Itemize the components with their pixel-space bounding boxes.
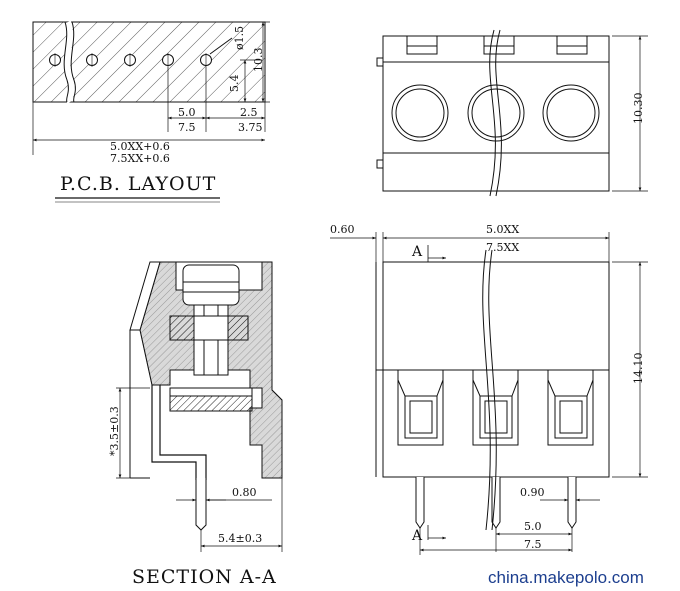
- screw-head: [391, 84, 449, 142]
- section-mark-bottom: A: [411, 528, 423, 544]
- front-width-7-label: 7.5XX: [486, 241, 519, 254]
- dim-5-0-label: 5.0: [178, 106, 196, 119]
- pcb-layout-view: [32, 21, 270, 203]
- section-view: [116, 261, 283, 552]
- front-pitch-7-label: 7.5: [524, 538, 542, 551]
- front-overhang-label: 0.60: [330, 223, 355, 236]
- front-width-5-label: 5.0XX: [486, 223, 519, 236]
- dim-5-4-label: 5.4: [228, 75, 241, 93]
- dim-10-3-label: 10.3: [252, 48, 265, 73]
- pin: [195, 478, 207, 531]
- break-line: [64, 21, 75, 104]
- section-title: SECTION A-A: [132, 566, 277, 588]
- top-height-label: 10.30: [632, 93, 645, 125]
- front-pin-width-label: 0.90: [520, 486, 545, 499]
- section-mark-top: A: [411, 244, 423, 260]
- pin: [415, 477, 425, 529]
- front-view: [330, 232, 648, 555]
- hole-diameter-label: ø1.5: [233, 26, 246, 50]
- screw-head: [542, 84, 600, 142]
- dim-3-75-label: 3.75: [238, 121, 263, 134]
- dim-2-5-label: 2.5: [240, 106, 258, 119]
- front-pitch-5-label: 5.0: [524, 520, 542, 533]
- front-height-label: 14.10: [632, 353, 645, 385]
- screw-head: [467, 84, 525, 142]
- pin: [567, 477, 577, 529]
- section-pin-height-label: *3.5±0.3: [108, 406, 121, 456]
- watermark: china.makepolo.com: [488, 568, 644, 587]
- section-offset-label: 5.4±0.3: [218, 532, 262, 545]
- dim-7-5-label: 7.5: [178, 121, 196, 134]
- top-view: [376, 29, 648, 197]
- screw-body: [182, 264, 240, 306]
- pcb-width-5-label: 5.0XX+0.6: [110, 140, 170, 153]
- section-pin-width-label: 0.80: [232, 486, 257, 499]
- pcb-layout-title: P.C.B. LAYOUT: [60, 173, 216, 195]
- pcb-width-7-label: 7.5XX+0.6: [110, 152, 170, 165]
